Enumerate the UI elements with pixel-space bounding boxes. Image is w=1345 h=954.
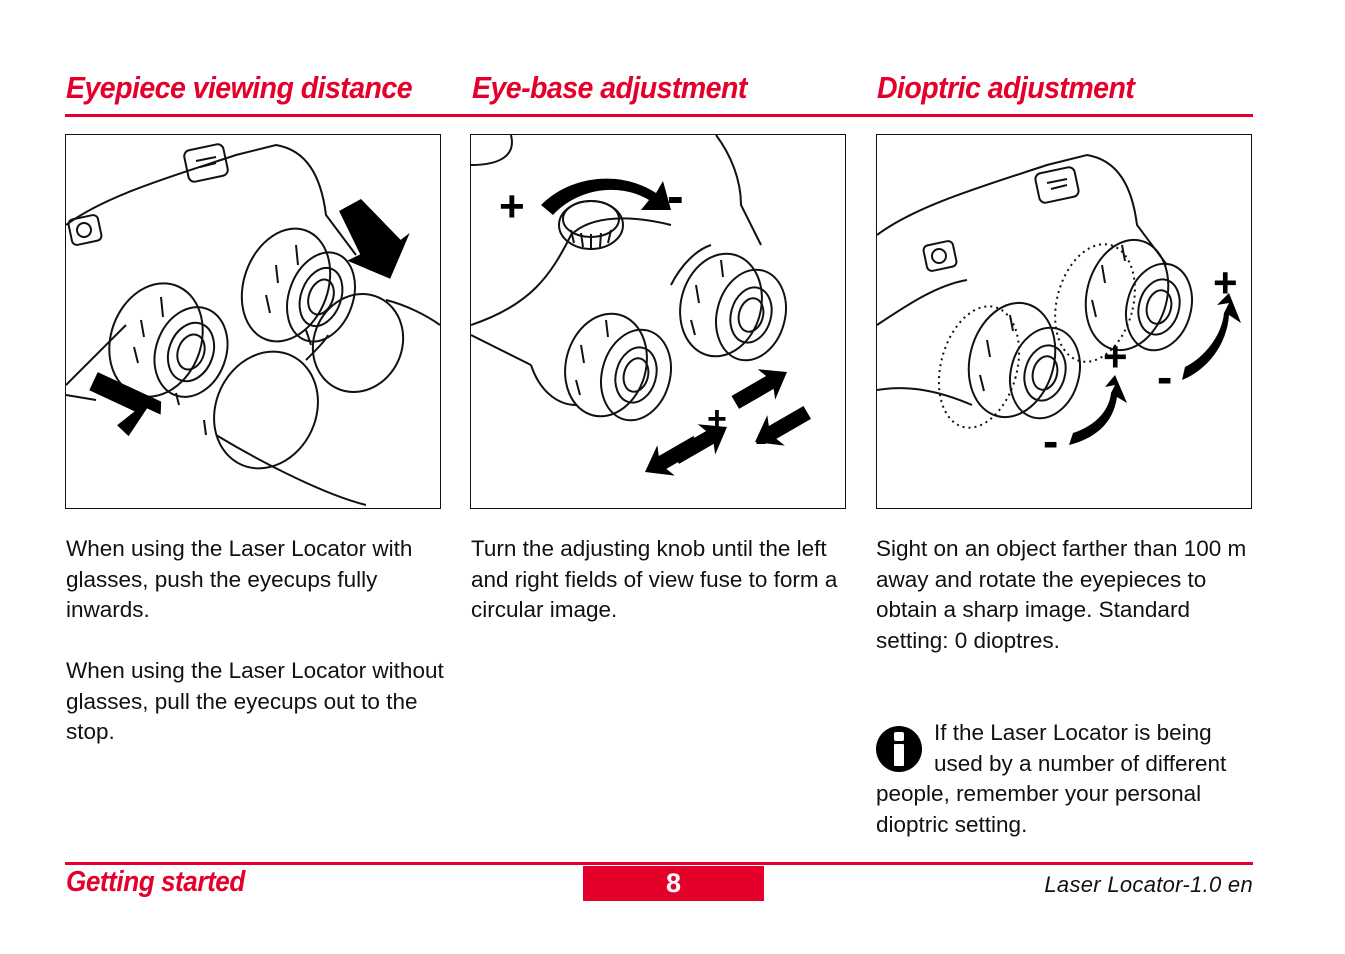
heading-eyepiece-viewing-distance: Eyepiece viewing distance (66, 70, 413, 105)
binocular-dioptre-illustration: + - + - (877, 153, 1241, 467)
eyepiece-text-without-glasses: When using the Laser Locator without gla… (66, 658, 444, 744)
footer-document-id: Laser Locator-1.0 en (1044, 872, 1253, 897)
dioptric-note: If the Laser Locator is being used by a … (876, 718, 1256, 840)
figure-dioptric-adjustment: + - + - (876, 134, 1252, 509)
dioptric-note-text: If the Laser Locator is being used by a … (876, 720, 1227, 837)
top-rule (65, 114, 1253, 117)
right-plus-label: + (1213, 259, 1238, 306)
page-number: 8 (583, 866, 764, 901)
knob-minus-label: - (667, 168, 684, 224)
binocular-knob-illustration: + - + - (471, 135, 811, 476)
left-plus-label: + (1103, 333, 1128, 380)
footer-rule (65, 862, 1253, 865)
heading-dioptric-adjustment: Dioptric adjustment (877, 70, 1135, 105)
right-minus-label: - (1157, 351, 1172, 403)
heading-eye-base-adjustment: Eye-base adjustment (472, 70, 747, 105)
left-minus-label: - (1043, 415, 1058, 467)
base-minus-label: - (755, 418, 767, 459)
figure-eyepiece-viewing-distance (65, 134, 441, 509)
base-plus-label: + (707, 400, 727, 438)
eyepiece-text-with-glasses: When using the Laser Locator with glasse… (66, 536, 413, 622)
eye-base-text: Turn the adjusting knob until the left a… (471, 536, 838, 622)
info-icon (876, 726, 922, 772)
dioptric-text: Sight on an object farther than 100 m aw… (876, 536, 1247, 653)
knob-plus-label: + (499, 182, 525, 231)
footer-section-title: Getting started (66, 866, 245, 898)
binocular-eyecups-illustration (66, 143, 440, 506)
figure-eye-base-adjustment: + - + - (470, 134, 846, 509)
